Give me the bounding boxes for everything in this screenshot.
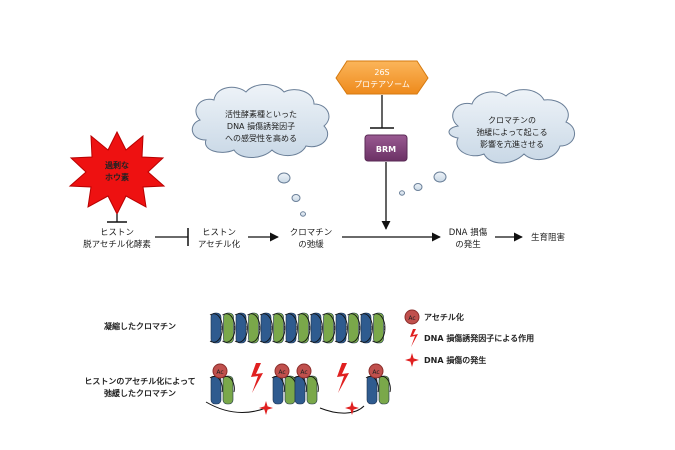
nucleosome <box>334 312 348 344</box>
nucleosome <box>259 312 273 344</box>
nucleosome <box>297 312 311 344</box>
nucleosome <box>347 312 361 344</box>
nucleosome <box>305 375 319 405</box>
boron-line1: 過剰な <box>104 160 129 170</box>
nucleosome <box>322 312 336 344</box>
nucleosome <box>365 375 379 405</box>
cloud-right: クロマチンの 弛緩によって起こる 影響を亢進させる <box>399 89 575 196</box>
nucleosome <box>209 312 223 344</box>
legend-ac-text: Ac <box>408 315 415 322</box>
cloud-left-line2: DNA 損傷誘発因子 <box>227 121 295 131</box>
nucleosome <box>372 312 386 344</box>
nucleosome <box>377 375 391 405</box>
condensed-chromatin-label: 凝縮したクロマチン <box>104 321 176 331</box>
legend-damage-star-icon <box>405 353 419 367</box>
acetyl-marker: Ac <box>212 363 228 379</box>
proteasome-node: 26S プロテアソーム <box>335 60 429 95</box>
damage-star-icon <box>345 401 359 415</box>
brm-node: BRM <box>364 134 408 162</box>
cloud-left: 活性酵素種といった DNA 損傷誘発因子 への感受性を高める <box>191 84 330 217</box>
relaxed-chromatin-label-2: 弛緩したクロマチン <box>104 388 176 398</box>
condensed-chromatin <box>209 312 386 344</box>
nucleosome <box>284 312 298 344</box>
hdac-inhibit-arrow <box>155 228 189 246</box>
boron-node: 過剰な ホウ素 <box>68 130 166 216</box>
nucleosome <box>222 312 236 344</box>
nucleosome <box>271 375 285 405</box>
svg-text:Ac: Ac <box>372 369 379 376</box>
nucleosome <box>293 375 307 405</box>
nucleosome <box>234 312 248 344</box>
acetyl-marker: Ac <box>274 363 290 379</box>
acetylation-line1: ヒストン <box>202 228 236 238</box>
proteasome-line2: プロテアソーム <box>354 80 410 89</box>
svg-text:Ac: Ac <box>300 369 307 376</box>
legend-damage-label: DNA 損傷の発生 <box>424 355 486 365</box>
nucleosome <box>272 312 286 344</box>
svg-text:Ac: Ac <box>216 369 223 376</box>
damage-line2: の発生 <box>455 239 481 250</box>
brm-label: BRM <box>376 145 396 154</box>
acetyl-marker: Ac <box>368 363 384 379</box>
acetyl-marker: Ac <box>296 363 312 379</box>
legend-acetyl-label: アセチル化 <box>424 312 464 322</box>
cloud-left-line1: 活性酵素種といった <box>225 109 297 119</box>
damage-line1: DNA 損傷 <box>449 227 488 238</box>
bolt-icon <box>251 363 263 393</box>
nucleosome <box>247 312 261 344</box>
nucleosome <box>309 312 323 344</box>
legend-acetyl-marker: Ac <box>404 309 420 325</box>
bolt-icon <box>337 363 349 393</box>
damage-star-icon <box>259 401 273 415</box>
boron-inhibit-arrow <box>107 214 127 223</box>
legend-bolt-icon <box>410 329 418 347</box>
hdac-line1: ヒストン <box>100 228 134 238</box>
relaxed-chromatin: Ac Ac Ac Ac <box>205 363 391 415</box>
proteasome-inhibit-arrow <box>370 95 394 129</box>
svg-text:Ac: Ac <box>278 369 285 376</box>
relax-line1: クロマチン <box>290 228 333 238</box>
nucleosome <box>221 375 235 405</box>
cloud-right-line2: 弛緩によって起こる <box>476 127 547 137</box>
legend: Ac アセチル化 DNA 損傷誘発因子による作用 DNA 損傷の発生 <box>404 309 534 367</box>
cloud-right-line3: 影響を亢進させる <box>480 139 544 149</box>
relax-line2: の弛緩 <box>298 239 324 250</box>
cloud-right-line1: クロマチンの <box>488 116 536 125</box>
growth-label: 生育阻害 <box>531 232 565 243</box>
acetylation-line2: アセチル化 <box>198 239 241 250</box>
proteasome-line1: 26S <box>374 68 389 77</box>
legend-inducer-label: DNA 損傷誘発因子による作用 <box>424 333 534 343</box>
cloud-left-line3: への感受性を高める <box>225 133 297 143</box>
relaxed-chromatin-label-1: ヒストンのアセチル化によって <box>84 376 195 386</box>
nucleosome <box>209 375 223 405</box>
hdac-line2: 脱アセチル化酵素 <box>83 239 151 250</box>
nucleosome <box>283 375 297 405</box>
nucleosome <box>359 312 373 344</box>
boron-line2: ホウ素 <box>105 172 129 182</box>
